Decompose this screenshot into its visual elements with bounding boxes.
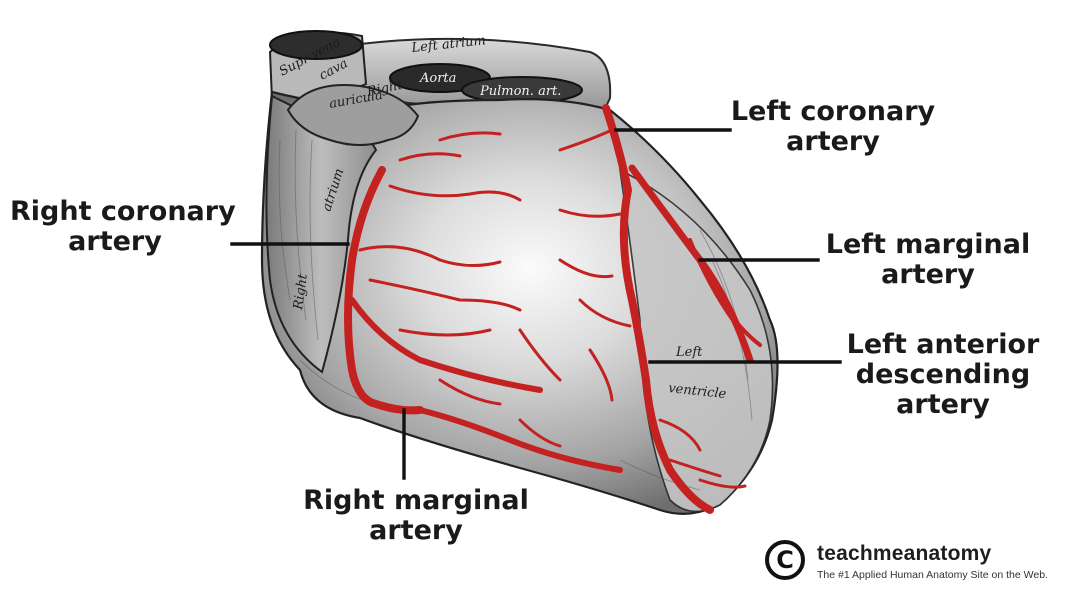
branch-network: [358, 128, 747, 489]
organ-label-aorta: Aorta: [419, 71, 456, 86]
organ-label-left-ventricle-2: ventricle: [668, 381, 728, 402]
left-coronary-artery-vessel: [602, 104, 714, 514]
label-line: artery: [369, 515, 463, 546]
label-line: Left coronary: [730, 96, 936, 127]
label-line: artery: [896, 389, 990, 420]
label-line: Right coronary: [10, 196, 236, 227]
label-left-marginal-artery: Left marginal artery: [818, 230, 1038, 290]
label-left-anterior-descending-artery: Left anterior descending artery: [838, 330, 1048, 420]
label-right-coronary-artery: Right coronary artery: [10, 196, 236, 257]
label-line: artery: [786, 126, 880, 157]
organ-label-left-ventricle-1: Left: [675, 345, 703, 360]
left-ventricle-shape: [618, 168, 774, 513]
label-line: artery: [881, 259, 975, 290]
label-line: Left anterior: [846, 329, 1040, 360]
brand-watermark: C teachmeanatomy The #1 Applied Human An…: [765, 540, 1065, 586]
brand-name: teachmeanatomy: [817, 542, 992, 565]
label-right-marginal-artery: Right marginal artery: [296, 486, 536, 546]
organ-label-pulmon-art: Pulmon. art.: [479, 84, 561, 99]
label-left-coronary-artery: Left coronary artery: [728, 97, 938, 157]
organ-label-right: Right: [291, 272, 311, 311]
brand-tagline: The #1 Applied Human Anatomy Site on the…: [817, 569, 1048, 581]
arteries: [344, 104, 762, 514]
svc-opening: [269, 30, 363, 60]
right-marginal-artery-vessel: [349, 297, 623, 473]
label-line: Right marginal: [303, 485, 529, 516]
left-marginal-branch: [688, 238, 762, 347]
label-line: artery: [68, 226, 162, 257]
label-line: descending: [855, 359, 1031, 390]
label-line: Left marginal: [825, 229, 1031, 260]
right-atrium-shape: [265, 94, 378, 374]
right-coronary-artery-vessel: [344, 166, 424, 415]
right-auricula-shape: [286, 84, 420, 146]
leader-lines: [230, 128, 842, 480]
copyright-icon: C: [765, 540, 805, 580]
